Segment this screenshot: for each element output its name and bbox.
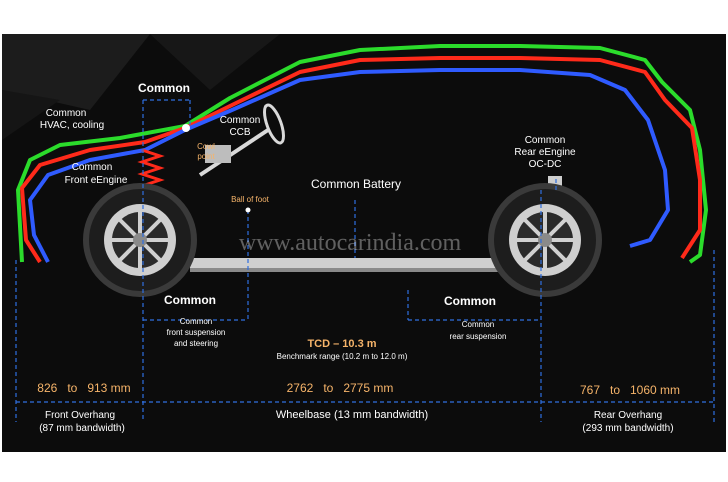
background-shard <box>2 90 60 140</box>
background-shard <box>2 34 150 110</box>
label-ccb-line1: Common <box>220 115 261 126</box>
label-front-engine-line2: Front eEngine <box>65 175 128 186</box>
label-front-susp-line1: Common <box>180 317 212 326</box>
wheelbase-range: 2762 to 2775 mm <box>287 381 394 395</box>
label-rear-susp-line2: rear suspension <box>450 332 507 341</box>
rear-overhang-label-line1: Rear Overhang <box>594 410 662 421</box>
ball-of-foot-marker <box>245 207 251 213</box>
label-rear-engine-line2: Rear eEngine <box>514 147 576 158</box>
label-common-battery: Common Battery <box>311 177 401 191</box>
ccb-beam <box>205 145 231 163</box>
front-wheel-icon <box>83 183 197 297</box>
steering-wheel-icon <box>263 103 285 145</box>
label-common-front-header: Common <box>164 293 216 307</box>
battery-pack <box>190 258 500 268</box>
rear-strut-mount <box>548 176 562 186</box>
dimension-guides <box>15 99 715 422</box>
label-rear-engine-line3: OC-DC <box>529 159 562 170</box>
label-hvac-line1: Common <box>46 108 87 119</box>
green-body-outline <box>16 44 708 264</box>
wheelbase-label: Wheelbase (13 mm bandwidth) <box>276 409 428 421</box>
front-overhang-label-line1: Front Overhang <box>45 410 115 421</box>
label-common-top: Common <box>138 81 190 95</box>
label-ball-of-foot: Ball of foot <box>231 195 270 204</box>
front-overhang-range: 826 to 913 mm <box>37 381 130 395</box>
steering-column <box>198 128 270 177</box>
rear-wheel-icon <box>488 183 602 297</box>
label-front-susp-line3: and steering <box>174 339 218 348</box>
label-front-susp-line2: front suspension <box>167 328 226 337</box>
front-overhang-label-line2: (87 mm bandwidth) <box>39 423 125 434</box>
battery-pack-shadow <box>190 268 500 272</box>
cowl-point-marker <box>182 124 190 132</box>
rear-overhang-range: 767 to 1060 mm <box>580 383 680 397</box>
label-cowl-line2: point <box>197 152 215 161</box>
label-benchmark: Benchmark range (10.2 m to 12.0 m) <box>277 352 408 361</box>
label-hvac-line2: HVAC, cooling <box>40 120 104 131</box>
label-tcd: TCD – 10.3 m <box>307 338 376 350</box>
watermark: www.autocarindia.com <box>239 230 462 256</box>
background-shard <box>150 34 280 90</box>
label-rear-susp-line1: Common <box>462 320 494 329</box>
label-common-rear-header: Common <box>444 294 496 308</box>
label-cowl-line1: Cowl <box>197 142 215 151</box>
red-body-outline <box>20 56 702 264</box>
label-ccb-line2: CCB <box>229 127 250 138</box>
blue-body-outline <box>28 68 670 263</box>
label-rear-engine-line1: Common <box>525 135 566 146</box>
label-front-engine-line1: Common <box>72 162 113 173</box>
rear-overhang-label-line2: (293 mm bandwidth) <box>582 423 673 434</box>
